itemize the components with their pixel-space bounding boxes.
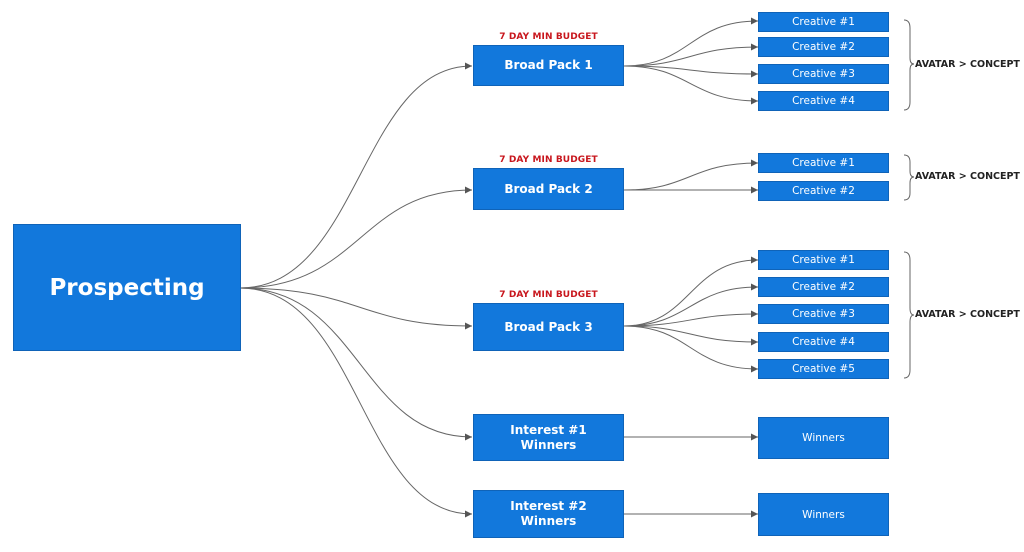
interest-1-winners-node: Interest #1 Winners [473,414,624,461]
connector-root-pack1 [239,65,473,289]
connector-root-pack3 [239,287,473,327]
connector-pack3-c2 [623,286,759,327]
connector-pack1-c1 [623,20,759,67]
brace-pack3 [903,251,915,379]
pack3-creative-2: Creative #2 [758,277,889,297]
avatar-concept-label-pack2: AVATAR > CONCEPT [915,171,1020,182]
interest-1-label-line1: Interest #1 [510,422,587,437]
pack1-creative-2: Creative #2 [758,37,889,57]
creative-label: Creative #4 [792,95,855,107]
arrowhead-p3c4 [751,338,758,346]
avatar-concept-label-pack3: AVATAR > CONCEPT [915,309,1020,320]
arrowhead-pack2 [465,186,472,194]
connector-root-interest1 [239,287,473,438]
connector-pack3-c3 [623,313,759,327]
pack3-creative-1: Creative #1 [758,250,889,270]
arrowhead-interest1 [465,433,472,441]
arrowhead-p3c2 [751,283,758,291]
interest-1-label-line2: Winners [520,437,577,452]
arrowhead-i1w [751,433,758,441]
brace-pack2 [903,154,915,201]
connector-root-pack2 [239,189,473,289]
creative-label: Creative #2 [792,185,855,197]
broad-pack-3-node: Broad Pack 3 [473,303,624,351]
arrowhead-interest2 [465,510,472,518]
connector-pack2-c1 [623,162,759,191]
avatar-concept-label-pack1: AVATAR > CONCEPT [915,59,1020,70]
prospecting-label: Prospecting [49,274,205,301]
broad-pack-1-label: Broad Pack 1 [504,58,593,72]
connector-pack1-c3 [623,65,759,75]
brace-pack1 [903,19,915,111]
connector-pack3-c1 [623,259,759,327]
broad-pack-1-node: Broad Pack 1 [473,45,624,86]
arrowhead-p2c1 [751,159,758,167]
arrowhead-p3c1 [751,256,758,264]
winners-label: Winners [802,432,845,444]
creative-label: Creative #1 [792,254,855,266]
pack3-creative-4: Creative #4 [758,332,889,352]
connector-pack3-c5 [623,325,759,370]
creative-label: Creative #4 [792,336,855,348]
pack3-creative-3: Creative #3 [758,304,889,324]
interest-2-winners-node: Interest #2 Winners [473,490,624,538]
arrowhead-p1c4 [751,97,758,105]
broad-pack-2-label: Broad Pack 2 [504,181,593,196]
arrowhead-p3c5 [751,365,758,373]
arrowhead-p1c3 [751,70,758,78]
creative-label: Creative #2 [792,281,855,293]
creative-label: Creative #2 [792,41,855,53]
pack1-creative-4: Creative #4 [758,91,889,111]
budget-label-pack1: 7 DAY MIN BUDGET [499,32,598,42]
creative-label: Creative #5 [792,363,855,375]
interest-1-target-winners: Winners [758,417,889,459]
winners-label: Winners [802,508,845,521]
creative-label: Creative #3 [792,68,855,80]
creative-label: Creative #3 [792,308,855,320]
prospecting-node: Prospecting [13,224,241,351]
budget-label-pack2: 7 DAY MIN BUDGET [499,155,598,165]
arrowhead-p1c1 [751,17,758,25]
pack1-creative-1: Creative #1 [758,12,889,32]
pack2-creative-2: Creative #2 [758,181,889,201]
pack1-creative-3: Creative #3 [758,64,889,84]
arrowhead-pack1 [465,62,472,70]
arrowhead-pack3 [465,322,472,330]
broad-pack-3-label: Broad Pack 3 [504,319,593,334]
budget-label-pack3: 7 DAY MIN BUDGET [499,290,598,300]
arrowhead-p3c3 [751,310,758,318]
creative-label: Creative #1 [792,16,855,28]
arrowhead-p2c2 [751,186,758,194]
broad-pack-2-node: Broad Pack 2 [473,168,624,210]
connector-root-interest2 [239,287,473,515]
interest-2-label-line1: Interest #2 [510,499,587,513]
creative-label: Creative #1 [792,157,855,169]
connector-pack3-c4 [623,325,759,343]
pack2-creative-1: Creative #1 [758,153,889,173]
connector-pack1-c4 [623,65,759,102]
arrowhead-p1c2 [751,43,758,51]
pack3-creative-5: Creative #5 [758,359,889,379]
interest-2-target-winners: Winners [758,493,889,536]
connector-pack1-c2 [623,46,759,67]
arrowhead-i2w [751,510,758,518]
interest-2-label-line2: Winners [520,514,577,528]
